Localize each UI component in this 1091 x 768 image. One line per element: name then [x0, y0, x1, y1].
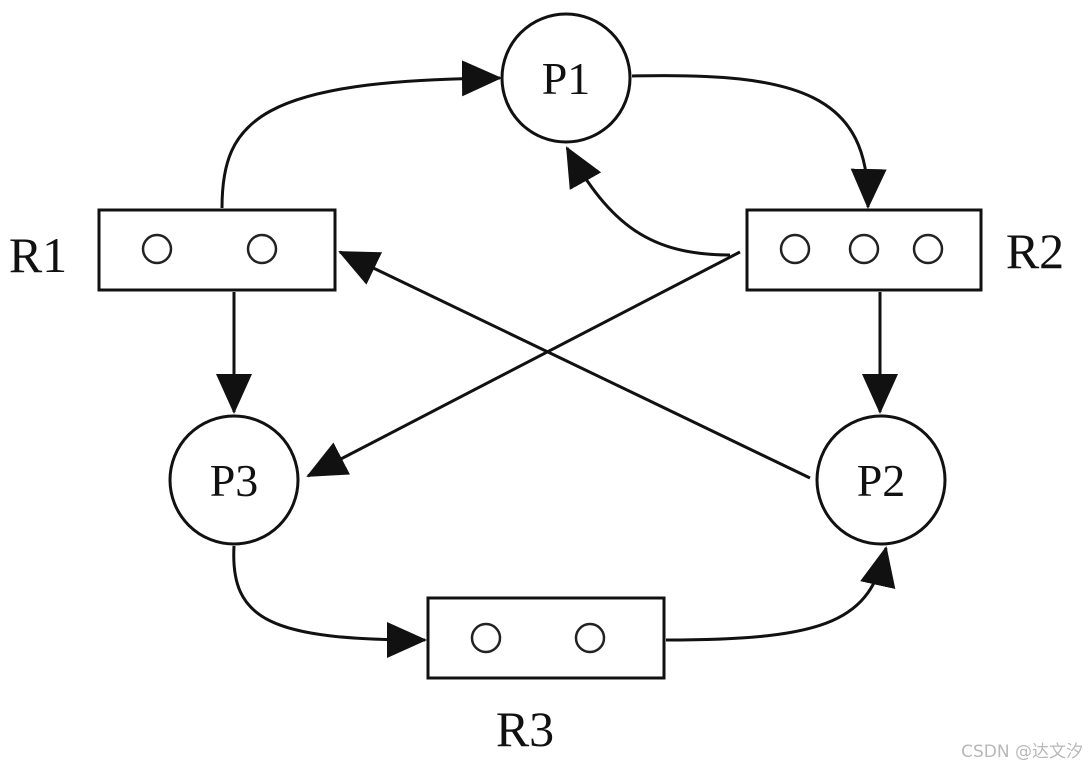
resource-r1	[97, 208, 337, 292]
resource-label-r2: R2	[1006, 223, 1064, 279]
resource-r3	[426, 596, 666, 680]
instance-dot	[779, 233, 811, 265]
instance-dot	[470, 622, 502, 654]
resource-label-r1: R1	[9, 227, 67, 283]
instance-dot	[848, 233, 880, 265]
instance-dot	[141, 233, 173, 265]
instance-dot	[912, 233, 944, 265]
watermark: CSDN @达文汐	[961, 742, 1083, 762]
edge-r2-p3	[306, 250, 741, 478]
edge-p1-r2	[631, 74, 887, 209]
process-label-p2: P2	[857, 455, 906, 506]
resource-label-r3: R3	[496, 701, 554, 757]
instance-dot	[574, 622, 606, 654]
edge-p2-r1	[338, 250, 811, 480]
instance-dot	[246, 233, 278, 265]
resource-r2	[745, 208, 983, 292]
edge-r3-p2	[665, 546, 896, 642]
process-label-p3: P3	[210, 455, 259, 506]
edge-r2-p1	[565, 146, 731, 257]
process-p1: P1	[500, 12, 632, 144]
edge-p3-r3	[232, 545, 427, 658]
process-p2: P2	[815, 414, 947, 546]
process-p3: P3	[168, 414, 300, 546]
process-label-p1: P1	[542, 53, 591, 104]
edge-r1-p1	[220, 60, 502, 209]
